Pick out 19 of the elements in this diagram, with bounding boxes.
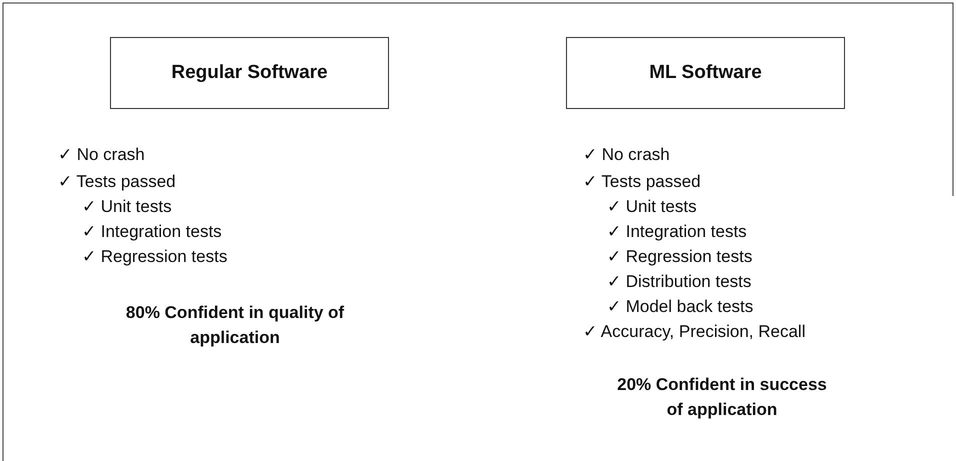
checklist-item: ✓ No crash bbox=[583, 145, 670, 165]
checklist-item: ✓ Regression tests bbox=[607, 247, 752, 267]
checklist-item: ✓ No crash bbox=[58, 145, 145, 165]
title-box bbox=[110, 37, 389, 109]
conclusion-text: 80% Confident in quality of application bbox=[124, 302, 346, 349]
checklist-item: ✓ Integration tests bbox=[82, 222, 222, 242]
checklist-item: ✓ Distribution tests bbox=[607, 272, 752, 292]
checklist-item: ✓ Unit tests bbox=[82, 197, 172, 217]
checklist-item: ✓ Tests passed bbox=[583, 172, 701, 192]
title-box bbox=[566, 37, 845, 109]
box-title: ML Software bbox=[649, 62, 762, 84]
checklist-item: ✓ Unit tests bbox=[607, 197, 697, 217]
conclusion-text: 20% Confident in success of application bbox=[616, 374, 828, 421]
checklist-item: ✓ Tests passed bbox=[58, 172, 176, 192]
checklist-item: ✓ Model back tests bbox=[607, 297, 754, 317]
checklist-item: ✓ Accuracy, Precision, Recall bbox=[583, 322, 806, 342]
checklist-item: ✓ Integration tests bbox=[607, 222, 747, 242]
checklist-item: ✓ Regression tests bbox=[82, 247, 228, 267]
box-title: Regular Software bbox=[171, 62, 328, 84]
